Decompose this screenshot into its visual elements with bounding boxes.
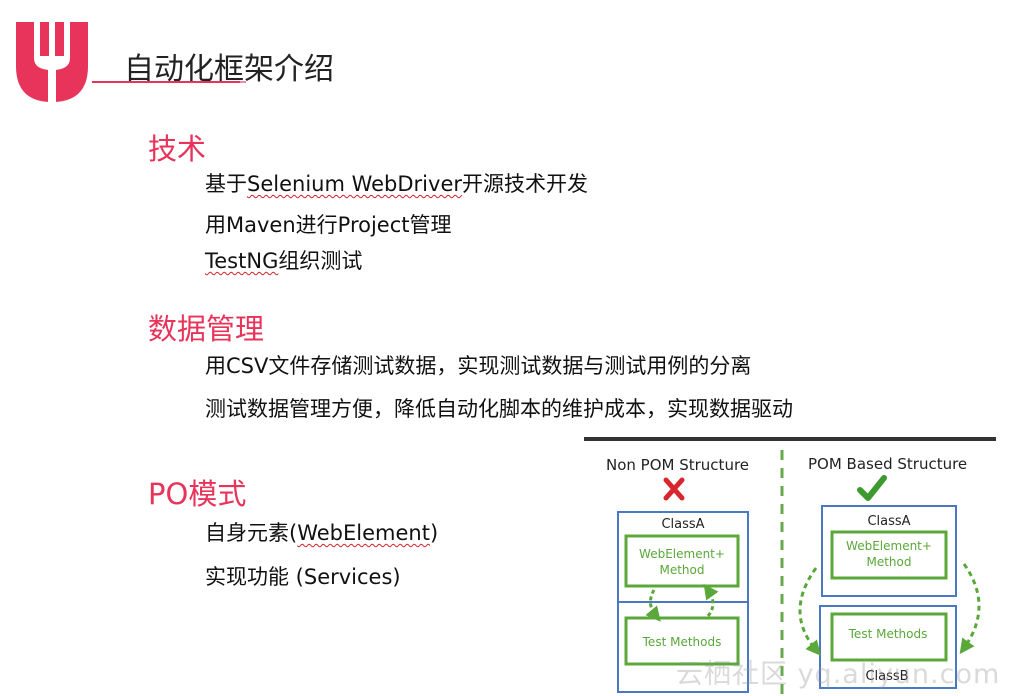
list-item: 测试数据管理方便，降低自动化脚本的维护成本，实现数据驱动 [205, 393, 793, 423]
green-check-icon [857, 475, 887, 501]
list-item: 用CSV文件存储测试数据，实现测试数据与测试用例的分离 [205, 350, 751, 380]
item-text-squiggly: WebElement [297, 521, 430, 545]
list-item: TestNG组织测试 [205, 245, 362, 275]
left-method-label: Method [659, 563, 704, 577]
title-underline [92, 81, 240, 83]
left-webelement-box [624, 534, 740, 588]
right-arrow-left [798, 567, 821, 656]
list-item: 基于Selenium WebDriver开源技术开发 [205, 168, 588, 198]
item-text: 自身元素( [205, 521, 298, 545]
right-arrow-right [959, 563, 981, 655]
left-arrow-up [703, 583, 719, 617]
right-class-a-label: ClassA [867, 514, 910, 529]
list-item: 用Maven进行Project管理 [205, 209, 452, 239]
left-title: Non POM Structure [606, 456, 749, 474]
item-text: 用CSV文件存储测试数据，实现测试数据与测试用例的分离 [205, 354, 752, 378]
section-heading-data: 数据管理 [148, 312, 265, 346]
item-text-squiggly: TestNG [205, 249, 279, 273]
red-cross-icon [663, 477, 685, 501]
fork-logo-icon [16, 22, 88, 102]
right-webelement-label: WebElement+ [846, 539, 932, 553]
left-test-methods-label: Test Methods [642, 635, 722, 649]
diagram-top-rule [584, 437, 996, 441]
item-text: 实现功能 (Services) [205, 565, 401, 589]
left-test-methods-box [624, 616, 740, 666]
right-method-label: Method [866, 555, 911, 569]
section-heading-po: PO模式 [148, 477, 247, 511]
item-text: ) [429, 521, 439, 545]
section-heading-tech: 技术 [148, 132, 207, 166]
right-test-methods-box [830, 612, 948, 662]
watermark: 云栖社区 yq.aliyun.com [676, 659, 1001, 690]
list-item: 实现功能 (Services) [205, 561, 401, 591]
item-text: 测试数据管理方便，降低自动化脚本的维护成本，实现数据驱动 [205, 397, 793, 421]
right-test-methods-label: Test Methods [848, 627, 928, 641]
right-title: POM Based Structure [808, 455, 967, 473]
left-arrow-down [645, 589, 661, 622]
item-text: 组织测试 [278, 249, 363, 273]
left-webelement-label: WebElement+ [639, 547, 725, 561]
right-class-b-label: ClassB [865, 669, 908, 684]
item-text: 用Maven进行Project管理 [205, 213, 452, 237]
item-text: 基于 [205, 172, 247, 196]
item-text-squiggly: Selenium WebDriver [247, 172, 462, 196]
title-underline-tail [240, 81, 246, 83]
pom-diagram: Non POM Structure POM Based Structure Cl… [584, 437, 996, 696]
right-class-a-box [821, 505, 957, 597]
item-text: 开源技术开发 [462, 172, 588, 196]
right-webelement-box [830, 530, 948, 580]
list-item: 自身元素(WebElement) [205, 517, 438, 547]
left-class-a-label: ClassA [661, 517, 704, 532]
